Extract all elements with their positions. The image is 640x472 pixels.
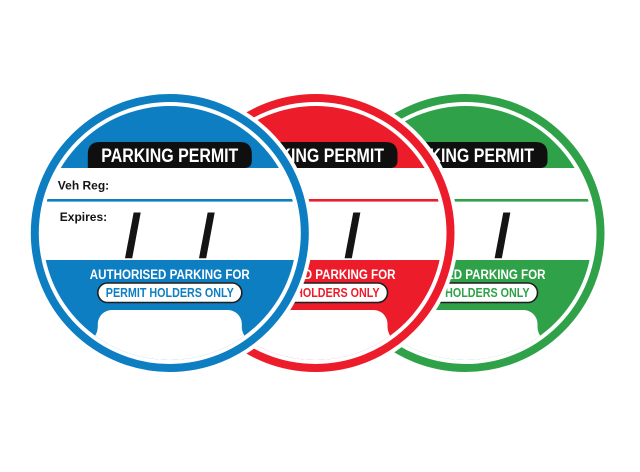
holders-text: PERMIT HOLDERS ONLY [106,285,234,300]
date-slash-2: / [344,202,361,270]
date-slash-2: / [494,202,511,270]
veh-reg-line [42,199,297,202]
veh-reg-label: Veh Reg: [58,179,109,193]
date-slash-2: / [198,202,215,270]
permit-sticker-blue: PARKING PERMIT Veh Reg: Expires: / / AUT… [26,90,313,376]
expires-label: Expires: [60,210,107,224]
date-slash-1: / [124,202,141,270]
authorised-text: AUTHORISED PARKING FOR [90,267,250,282]
banner-title: PARKING PERMIT [101,146,238,167]
